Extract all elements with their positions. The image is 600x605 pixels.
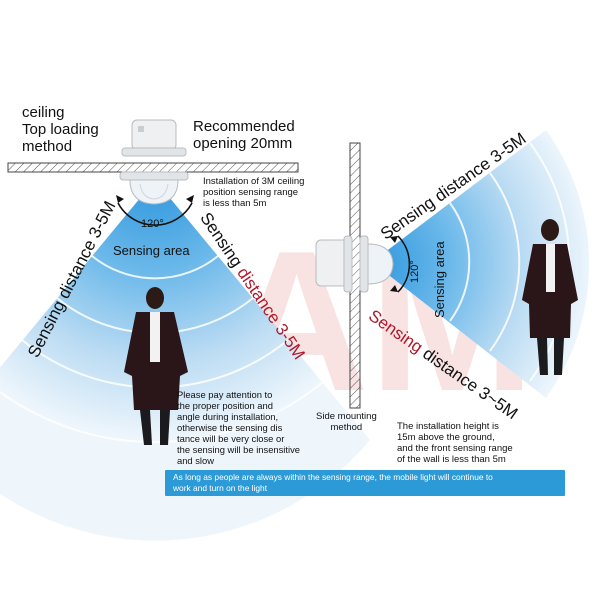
person-icon-ceiling (124, 287, 188, 445)
ceiling-board (7, 162, 299, 173)
wall-height-note: The installation height is 15m above the… (397, 421, 513, 465)
ceiling-angle-arc (117, 202, 193, 226)
ceiling-angle-label: 120° (141, 218, 164, 230)
ceiling-sensor-icon (119, 119, 189, 205)
info-banner: As long as people are always within the … (165, 470, 565, 496)
ceiling-sensing-area-label: Sensing area (113, 243, 190, 258)
wall-sensor-icon (315, 235, 394, 293)
wall-sensing-area-label: Sensing area (432, 241, 447, 318)
ceiling-method-label: ceiling Top loading method (22, 104, 99, 155)
attention-note: Please pay attention to the proper posit… (177, 389, 300, 466)
ceiling-install-note: Installation of 3M ceiling position sens… (203, 176, 305, 209)
wall-angle-arc (397, 235, 411, 293)
side-mounting-label: Side mounting method (316, 411, 377, 433)
recommended-opening-label: Recommended opening 20mm (193, 118, 295, 152)
wall-angle-label: 120° (409, 260, 421, 283)
person-icon-wall (522, 219, 578, 375)
info-banner-text: As long as people are always within the … (173, 472, 493, 493)
